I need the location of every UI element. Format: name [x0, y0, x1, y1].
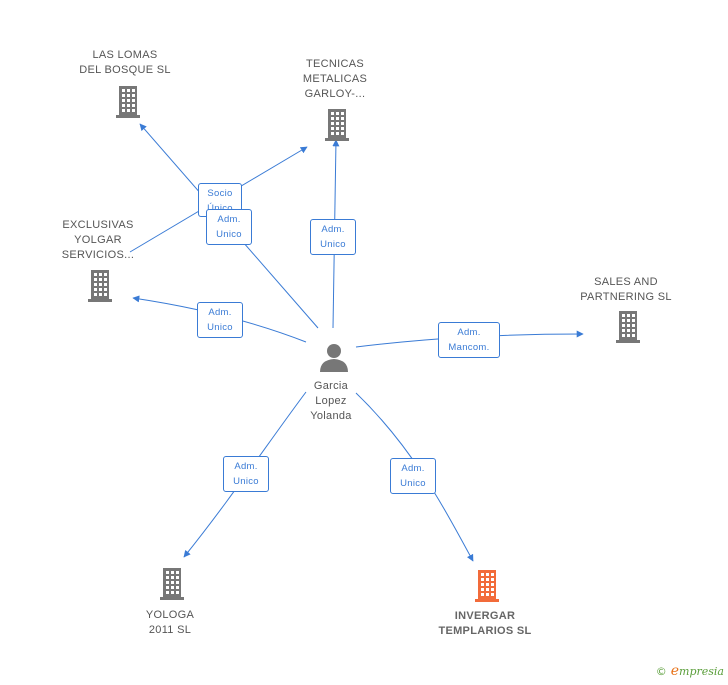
- brand-name: mpresia: [679, 665, 724, 678]
- company-label-las-lomas[interactable]: LAS LOMAS DEL BOSQUE SL: [79, 49, 171, 76]
- edge-label-adm-unico-yologa: Adm. Unico: [223, 456, 269, 492]
- edge-label-adm-unico-invergar: Adm. Unico: [390, 458, 436, 494]
- person-name-label[interactable]: Garcia Lopez Yolanda: [310, 380, 352, 422]
- copyright-icon: ©: [655, 665, 667, 678]
- edge-label-adm-unico-tecnicas: Adm. Unico: [310, 219, 356, 255]
- edge-label-adm-unico-exclusivas: Adm. Unico: [197, 302, 243, 338]
- icons-layer: [88, 86, 640, 602]
- building-icon-invergar[interactable]: [475, 570, 499, 602]
- company-label-yologa[interactable]: YOLOGA 2011 SL: [145, 609, 195, 636]
- brand-initial: e: [670, 663, 680, 679]
- company-label-tecnicas[interactable]: TECNICAS METALICAS GARLOY-...: [302, 58, 368, 100]
- edge-label-adm-unico-las-lomas: Adm. Unico: [206, 209, 252, 245]
- building-icon-sales[interactable]: [616, 311, 640, 343]
- edge-label-adm-mancom: Adm. Mancom.: [438, 322, 500, 358]
- building-icon-exclusivas[interactable]: [88, 270, 112, 302]
- building-icon-yologa[interactable]: [160, 568, 184, 600]
- company-label-sales[interactable]: SALES AND PARTNERING SL: [580, 276, 672, 303]
- building-icon-las-lomas[interactable]: [116, 86, 140, 118]
- company-label-invergar[interactable]: INVERGAR TEMPLARIOS SL: [438, 610, 532, 637]
- person-icon[interactable]: [320, 344, 348, 372]
- company-label-exclusivas[interactable]: EXCLUSIVAS YOLGAR SERVICIOS...: [61, 219, 135, 261]
- building-icon-tecnicas[interactable]: [325, 109, 349, 141]
- empresia-watermark[interactable]: ©empresia: [656, 663, 724, 679]
